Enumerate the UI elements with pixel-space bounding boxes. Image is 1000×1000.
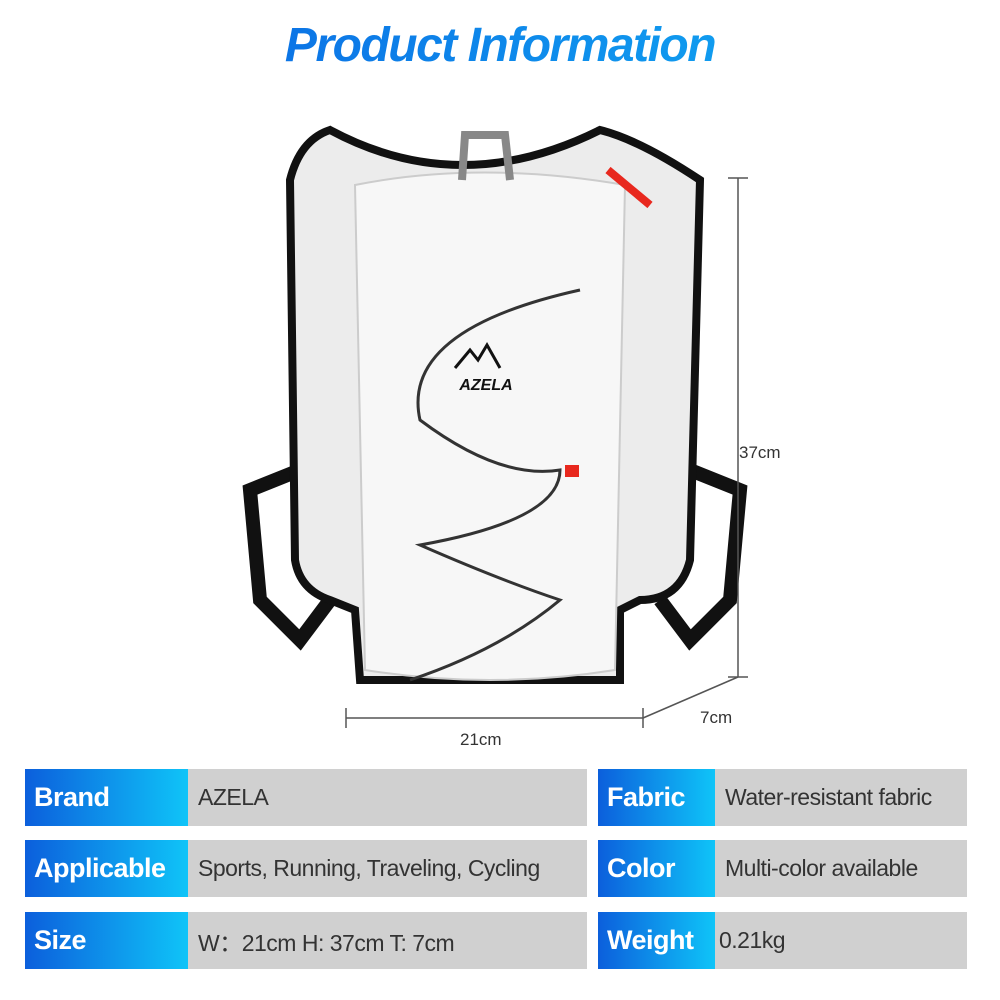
height-label: 37cm (739, 443, 781, 462)
spec-label: Brand (25, 769, 188, 826)
spec-value: Water-resistant fabric (715, 769, 967, 826)
logo: AZELA (458, 377, 512, 394)
spec-label: Size (25, 912, 188, 969)
spec-value: 0.21kg (715, 912, 967, 969)
dimension-lines (345, 177, 748, 728)
thickness-label: 7cm (700, 708, 733, 727)
spec-row-brand: Brand AZELA (25, 769, 587, 826)
spec-row-color: Color Multi-color available (598, 840, 967, 897)
spec-value: Multi-color available (715, 840, 967, 897)
spec-label: Weight (598, 912, 715, 969)
backpack-straps (242, 463, 748, 651)
spec-value: AZELA (188, 769, 587, 826)
spec-value: Sports, Running, Traveling, Cycling (188, 840, 587, 897)
spec-row-weight: Weight 0.21kg (598, 912, 967, 969)
logo-mark (453, 342, 502, 369)
spec-label: Color (598, 840, 715, 897)
spec-row-fabric: Fabric Water-resistant fabric (598, 769, 967, 826)
backpack-image: AZELA (242, 125, 748, 728)
top-handle (458, 131, 514, 181)
red-tab (565, 465, 579, 477)
spec-label: Fabric (598, 769, 715, 826)
spec-label: Applicable (25, 840, 188, 897)
spec-value: W：21cm H: 37cm T: 7cm (188, 912, 587, 969)
spec-row-applicable: Applicable Sports, Running, Traveling, C… (25, 840, 587, 897)
red-accent (605, 166, 653, 209)
page-title: Product Information (0, 18, 1000, 73)
width-label: 21cm (460, 730, 502, 749)
bungee-cord (409, 288, 581, 682)
front-panel (353, 171, 627, 681)
spec-row-size: Size W：21cm H: 37cm T: 7cm (25, 912, 587, 969)
